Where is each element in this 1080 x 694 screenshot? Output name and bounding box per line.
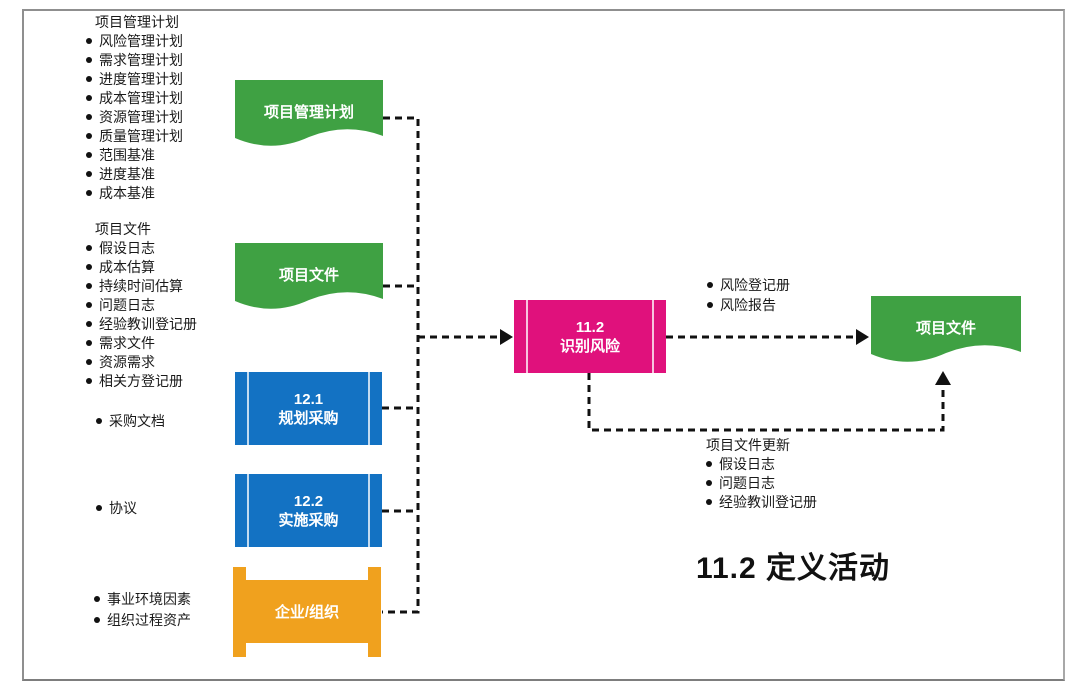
enterprise-body	[243, 580, 371, 643]
list-item: 范围基准	[86, 146, 183, 165]
input-list-procurement-documentation: 采购文档	[96, 412, 165, 431]
list-header: 项目管理计划	[95, 14, 179, 30]
diagram-title: 11.2 定义活动	[695, 552, 891, 585]
list-item: 假设日志	[706, 455, 817, 474]
process-name: 实施采购	[278, 511, 339, 529]
shape-label: 项目管理计划	[263, 103, 354, 121]
list-item: 事业环境因素	[94, 589, 191, 610]
list-item: 资源管理计划	[86, 108, 183, 127]
list-item: 风险登记册	[707, 275, 790, 295]
list-item: 组织过程资产	[94, 610, 191, 631]
shape-label: 项目文件	[278, 266, 339, 284]
list-item: 进度管理计划	[86, 70, 183, 89]
input-list-project-management-plan: 项目管理计划 风险管理计划 需求管理计划 进度管理计划 成本管理计划 资源管理计…	[86, 13, 183, 203]
arrowhead-updates-up-icon	[935, 371, 951, 385]
list-item: 质量管理计划	[86, 127, 183, 146]
process-name: 识别风险	[559, 337, 620, 355]
process-code: 11.2	[575, 318, 605, 336]
process-name: 规划采购	[278, 409, 339, 427]
list-item: 成本基准	[86, 184, 183, 203]
connector-trunk	[382, 116, 420, 614]
input-list-project-documents: 项目文件 假设日志 成本估算 持续时间估算 问题日志 经验教训登记册 需求文件 …	[86, 220, 197, 391]
source-shape-conduct-procurement: 12.2 实施采购	[235, 474, 382, 547]
process-side-bar	[368, 474, 370, 547]
source-shape-plan-procurement: 12.1 规划采购	[235, 372, 382, 445]
list-item: 成本管理计划	[86, 89, 183, 108]
target-shape-project-documents: 项目文件	[871, 296, 1021, 374]
source-shape-enterprise-organization: 企业/组织	[233, 567, 381, 657]
list-item: 资源需求	[86, 353, 197, 372]
process-side-bar	[652, 300, 654, 373]
input-list-agreements: 协议	[96, 499, 137, 518]
list-item: 相关方登记册	[86, 372, 197, 391]
list-header: 项目文件更新	[706, 437, 790, 453]
list-item: 经验教训登记册	[86, 315, 197, 334]
document-shape-icon	[235, 243, 383, 309]
process-box-identify-risks: 11.2 识别风险	[514, 300, 666, 373]
source-shape-project-documents: 项目文件	[235, 243, 383, 321]
process-side-bar	[247, 474, 249, 547]
list-item: 需求管理计划	[86, 51, 183, 70]
list-item: 风险报告	[707, 295, 790, 315]
document-shape-icon	[235, 80, 383, 146]
input-list-enterprise: 事业环境因素 组织过程资产	[94, 589, 191, 631]
source-shape-project-management-plan: 项目管理计划	[235, 80, 383, 158]
list-item: 问题日志	[706, 474, 817, 493]
process-side-bar	[368, 372, 370, 445]
process-code: 12.2	[293, 492, 324, 510]
enterprise-pillar	[368, 567, 381, 657]
list-item: 假设日志	[86, 239, 197, 258]
shape-label: 11.2 识别风险	[514, 300, 666, 373]
shape-label: 12.2 实施采购	[235, 474, 382, 547]
connector-updates-path	[587, 373, 945, 432]
shape-label: 企业/组织	[274, 603, 340, 621]
output-list-project-document-updates: 项目文件更新 假设日志 问题日志 经验教训登记册	[706, 436, 817, 512]
enterprise-pillar	[233, 567, 246, 657]
list-item: 持续时间估算	[86, 277, 197, 296]
process-side-bar	[247, 372, 249, 445]
arrowhead-into-process-icon	[500, 329, 513, 345]
arrowhead-into-target-icon	[856, 329, 869, 345]
list-header: 项目文件	[95, 221, 151, 237]
list-item: 需求文件	[86, 334, 197, 353]
process-side-bar	[526, 300, 528, 373]
shape-label: 项目文件	[915, 319, 976, 337]
shape-label: 12.1 规划采购	[235, 372, 382, 445]
process-code: 12.1	[293, 390, 324, 408]
list-item: 协议	[96, 499, 137, 518]
list-item: 风险管理计划	[86, 32, 183, 51]
list-item: 经验教训登记册	[706, 493, 817, 512]
list-item: 进度基准	[86, 165, 183, 184]
document-shape-icon	[871, 296, 1021, 362]
output-list-risk-register: 风险登记册 风险报告	[707, 275, 790, 315]
list-item: 问题日志	[86, 296, 197, 315]
list-item: 采购文档	[96, 412, 165, 431]
diagram-frame-border	[22, 9, 1065, 681]
list-item: 成本估算	[86, 258, 197, 277]
